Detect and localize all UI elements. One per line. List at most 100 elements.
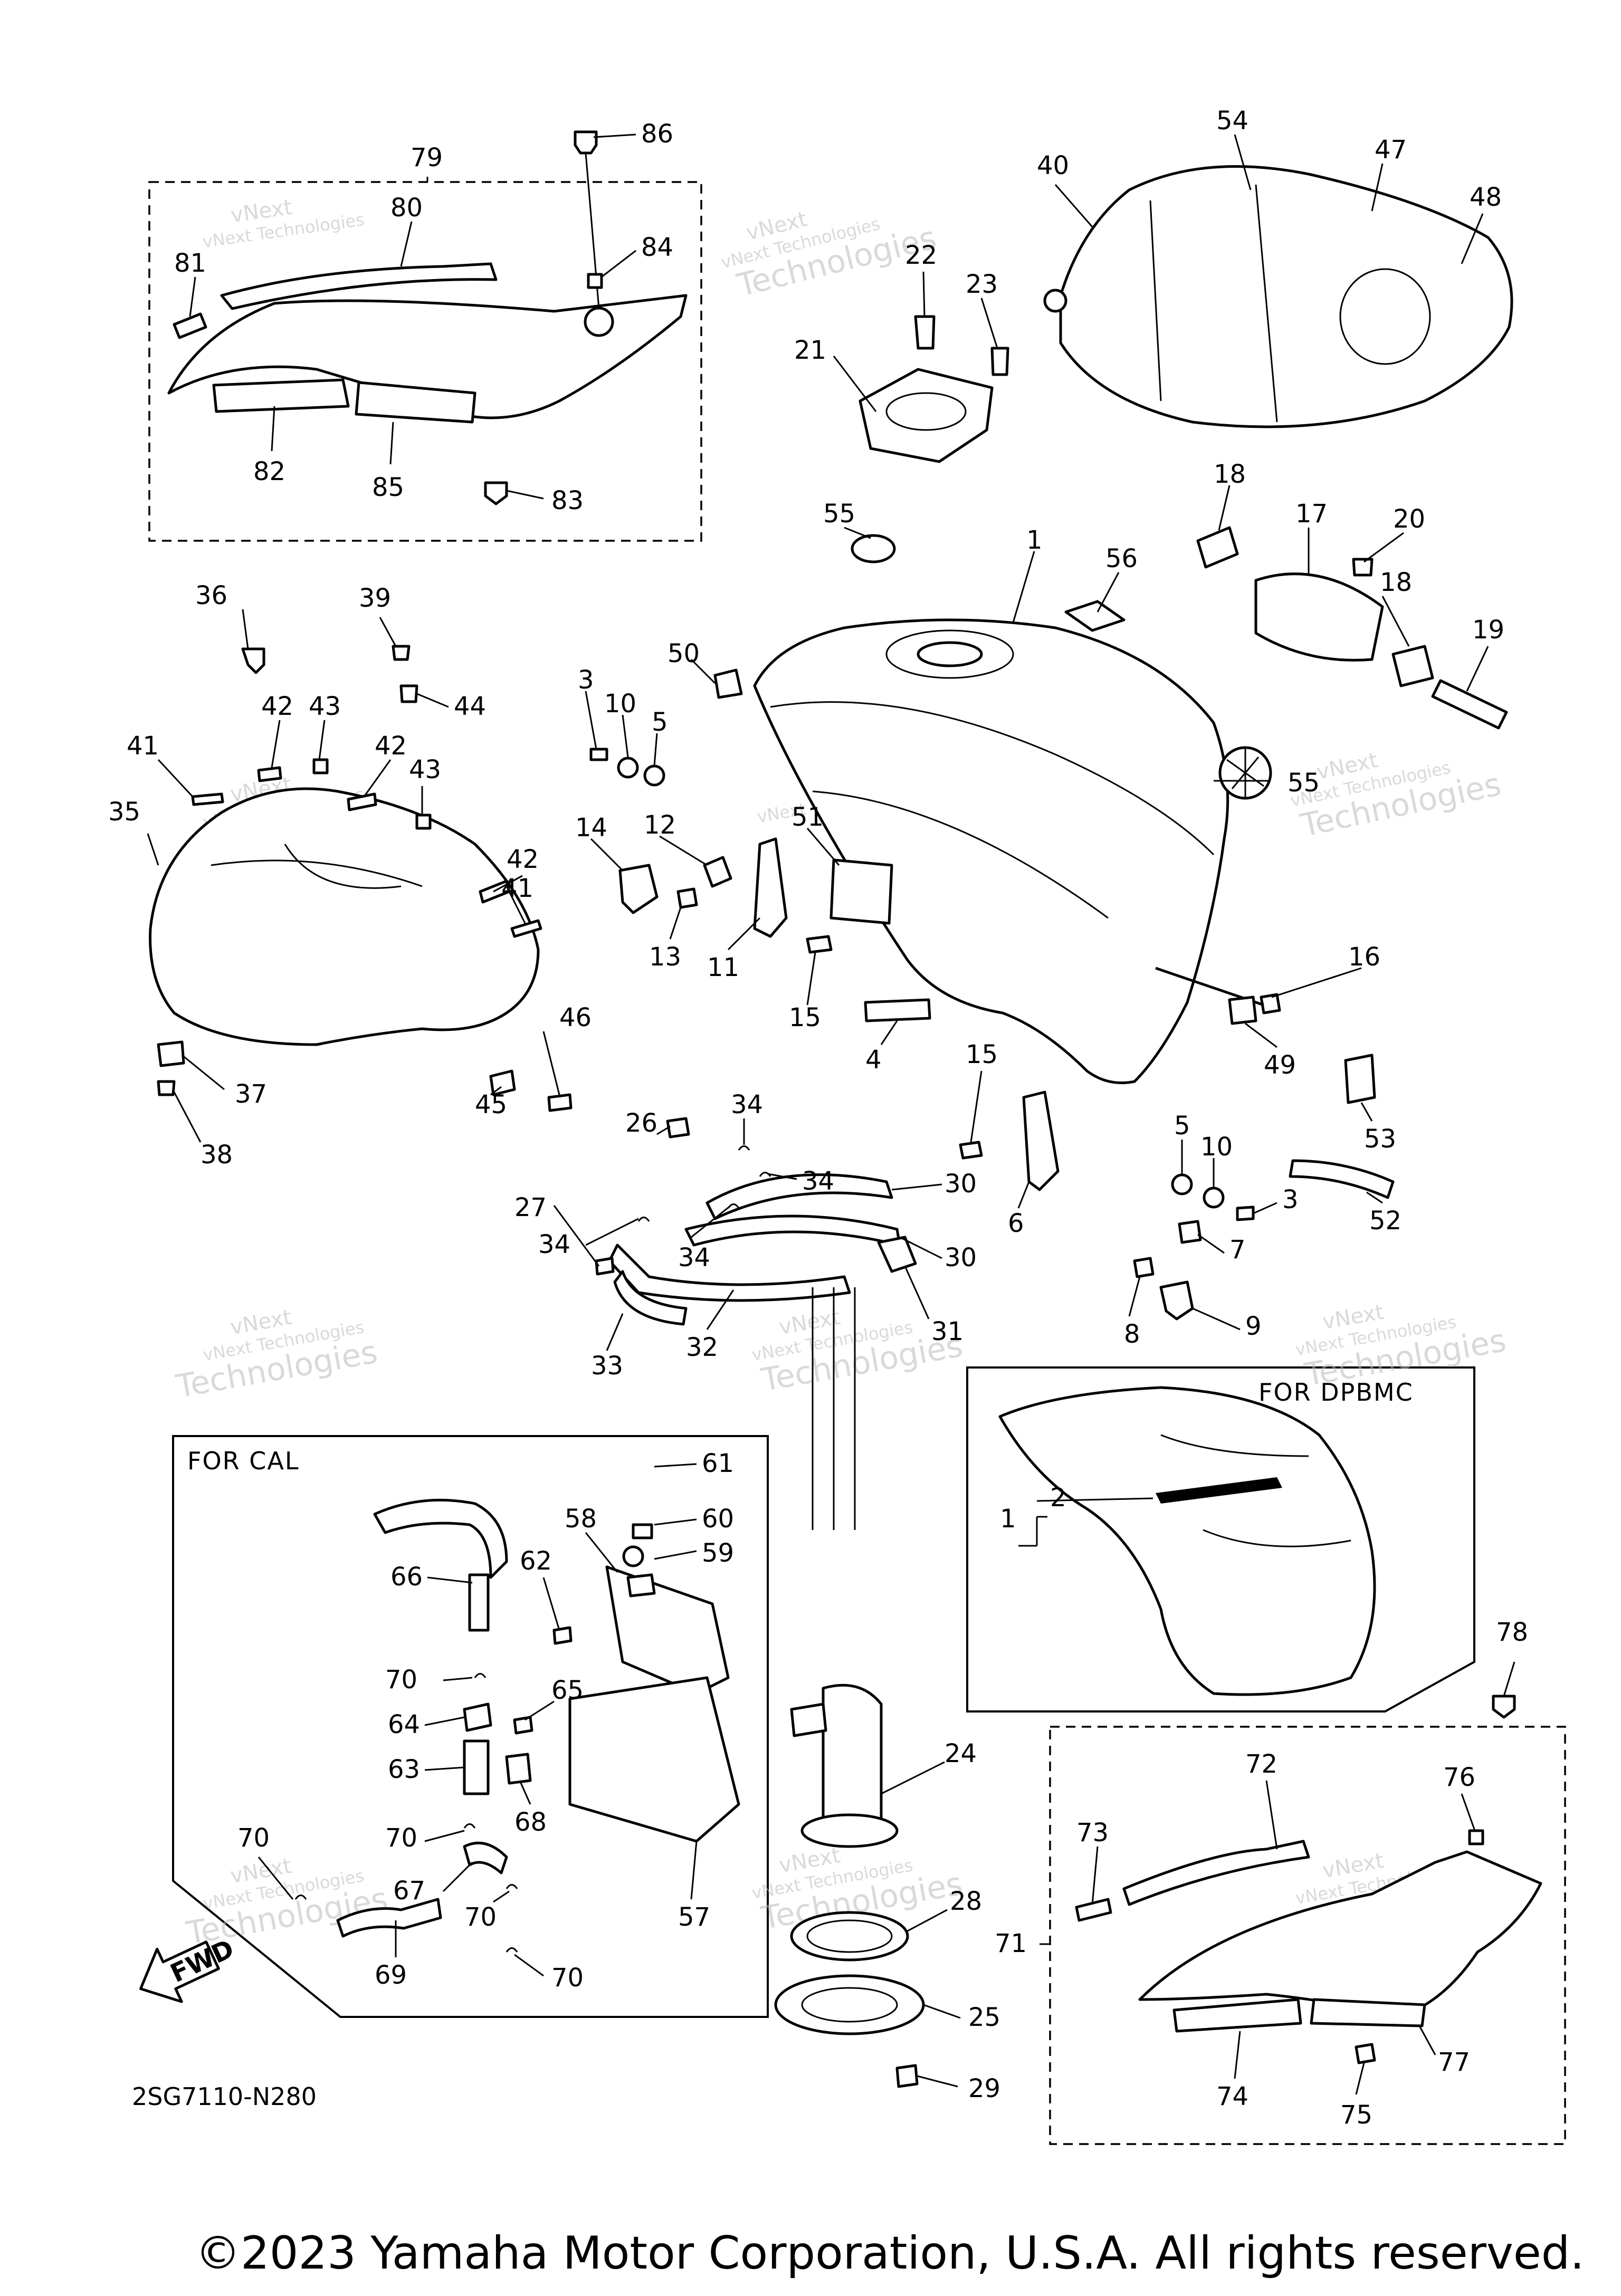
callout-57: 57 xyxy=(678,1902,710,1932)
callout-65: 65 xyxy=(551,1676,584,1705)
bracket-9 xyxy=(1159,1280,1194,1321)
callout-67: 67 xyxy=(393,1876,425,1906)
bracket-14 xyxy=(618,864,659,914)
callout-48: 48 xyxy=(1470,183,1502,212)
callout-55-top: 55 xyxy=(823,499,855,529)
gasket-inner xyxy=(806,1919,893,1953)
watermark: vNext vNext Technologies Technologies xyxy=(173,1305,380,1405)
callout-42-left: 42 xyxy=(261,692,293,721)
callout-11: 11 xyxy=(707,953,739,982)
dpbmc-stripe xyxy=(1156,1477,1282,1504)
callout-64: 64 xyxy=(388,1710,420,1739)
callout-21: 21 xyxy=(794,336,826,365)
callout-83: 83 xyxy=(551,486,584,515)
callout-1: 1 xyxy=(1026,525,1043,555)
callout-68: 68 xyxy=(514,1807,547,1837)
callout-36: 36 xyxy=(195,581,227,610)
callout-55-mid: 55 xyxy=(1288,768,1320,798)
filter-63 xyxy=(463,1739,490,1795)
callout-51: 51 xyxy=(792,802,824,832)
pad-53 xyxy=(1344,1054,1376,1104)
strip-41b xyxy=(510,919,542,938)
nut-84 xyxy=(587,273,603,289)
callout-85: 85 xyxy=(372,473,404,502)
callout-42-mid: 42 xyxy=(375,731,407,761)
leader-lines xyxy=(147,133,1515,2095)
callout-47: 47 xyxy=(1375,135,1407,165)
hose-67 xyxy=(463,1841,508,1874)
damper-50 xyxy=(713,668,743,699)
bolt-44 xyxy=(399,684,418,703)
pad-77 xyxy=(1310,1998,1426,2027)
side-cover-85-pad xyxy=(355,381,476,424)
callout-32: 32 xyxy=(686,1333,718,1362)
callout-86: 86 xyxy=(641,119,673,149)
callout-1-dpbmc: 1 xyxy=(1000,1504,1016,1534)
callout-43-left: 43 xyxy=(309,692,341,721)
callout-19: 19 xyxy=(1472,615,1504,645)
tank-crease xyxy=(812,790,1109,919)
copyright: ©2023 Yamaha Motor Corporation, U.S.A. A… xyxy=(195,2227,1585,2280)
damper-18b xyxy=(1391,645,1434,687)
hose-66 xyxy=(373,1498,508,1579)
callout-4: 4 xyxy=(865,1045,882,1075)
damper-49 xyxy=(1228,996,1257,1025)
callout-54: 54 xyxy=(1216,106,1248,136)
callout-49: 49 xyxy=(1264,1050,1296,1080)
callout-41-right: 41 xyxy=(501,874,533,903)
tank-crease xyxy=(770,701,1215,856)
callout-46: 46 xyxy=(559,1003,592,1032)
cap-spokes xyxy=(1226,748,1264,798)
callout-60: 60 xyxy=(702,1504,734,1534)
hose-4 xyxy=(864,998,931,1022)
callout-3-right: 3 xyxy=(1282,1185,1299,1214)
callout-63: 63 xyxy=(388,1755,420,1784)
for-dpbmc-frame xyxy=(966,1366,1475,1713)
callout-80: 80 xyxy=(390,193,423,223)
pump-leaders xyxy=(812,1287,856,1530)
callout-22: 22 xyxy=(905,241,937,270)
callout-15-left: 15 xyxy=(789,1003,821,1032)
callout-9: 9 xyxy=(1245,1312,1262,1341)
collar-10a xyxy=(617,757,639,779)
dpbmc-crease xyxy=(1160,1434,1351,1547)
pump-17 xyxy=(1254,572,1384,662)
pad-74 xyxy=(1172,1998,1302,2033)
callout-3-top: 3 xyxy=(578,665,594,695)
callout-59: 59 xyxy=(702,1538,734,1568)
callout-72: 72 xyxy=(1245,1749,1277,1779)
callout-28: 28 xyxy=(950,1887,982,1916)
callout-10-top: 10 xyxy=(604,689,636,719)
collar-10b xyxy=(1203,1187,1225,1209)
callout-16: 16 xyxy=(1348,942,1380,972)
screw-61 xyxy=(632,1523,653,1539)
callout-52: 52 xyxy=(1369,1206,1401,1236)
callout-76: 76 xyxy=(1443,1763,1475,1792)
screw-65 xyxy=(513,1716,533,1735)
clamp-31 xyxy=(877,1236,917,1273)
hose-30b xyxy=(684,1214,901,1247)
cover-ribs xyxy=(1149,184,1278,423)
pump-flange xyxy=(800,1813,899,1848)
nut-76 xyxy=(1468,1829,1484,1845)
watermark: vNext vNext Technologies Technologies xyxy=(183,1854,390,1953)
callout-70-c: 70 xyxy=(237,1823,270,1853)
clip-73 xyxy=(1075,1898,1112,1922)
callout-34-bottom: 34 xyxy=(678,1243,710,1273)
callout-34-top: 34 xyxy=(731,1090,763,1120)
section-title-for-cal: FOR CAL xyxy=(187,1447,299,1475)
callout-30-bottom: 30 xyxy=(945,1243,977,1273)
callout-84: 84 xyxy=(641,233,673,262)
callout-8: 8 xyxy=(1124,1319,1140,1349)
hose-33 xyxy=(613,1270,688,1326)
callout-33: 33 xyxy=(591,1351,623,1381)
callout-70-b: 70 xyxy=(385,1823,417,1853)
callout-78: 78 xyxy=(1496,1618,1528,1647)
callout-50: 50 xyxy=(668,639,700,668)
cover-cap-opening xyxy=(1339,268,1431,365)
bolt-15a xyxy=(806,935,833,954)
screw-36 xyxy=(241,647,265,674)
callout-18-right: 18 xyxy=(1380,568,1412,597)
callout-79: 79 xyxy=(411,143,443,173)
